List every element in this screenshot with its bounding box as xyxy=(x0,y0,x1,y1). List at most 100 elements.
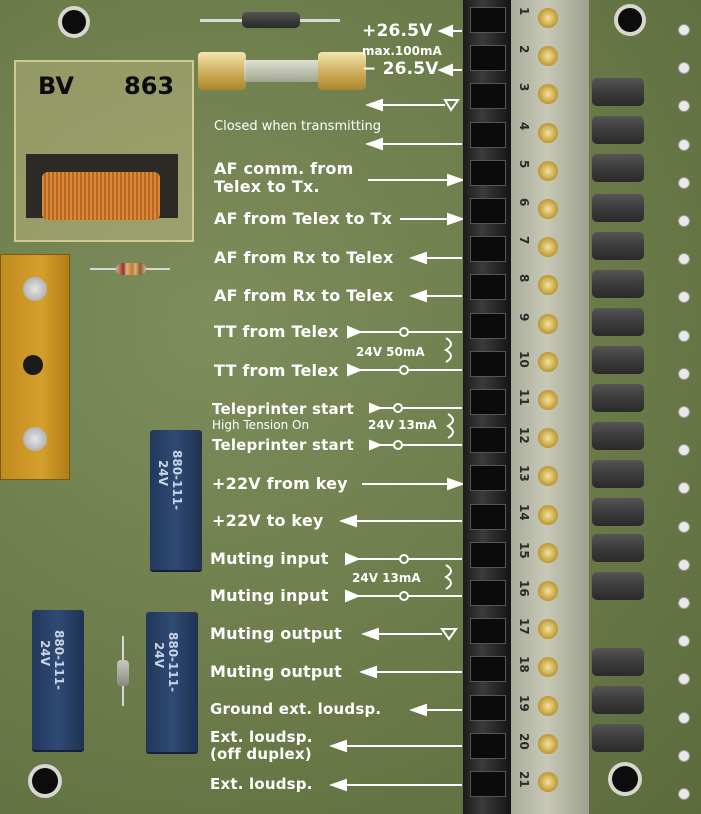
terminal-number: 12 xyxy=(517,427,531,444)
signal-ext: Ext. loudsp. xyxy=(210,775,313,793)
pin xyxy=(678,329,690,342)
terminal-number: 18 xyxy=(517,656,531,674)
terminal-number: 5 xyxy=(517,159,531,169)
pin xyxy=(678,253,690,266)
signal-af-comm-2: Telex to Tx. xyxy=(214,177,320,196)
diode xyxy=(592,460,644,488)
arrow-icon xyxy=(447,173,465,187)
terminal-screw[interactable] xyxy=(538,504,558,525)
diode xyxy=(592,194,644,222)
diode xyxy=(592,384,644,412)
pin xyxy=(678,24,690,36)
terminal-screw[interactable] xyxy=(538,390,558,410)
diode xyxy=(592,724,644,752)
terminal-screw[interactable] xyxy=(538,733,558,754)
mounting-hole xyxy=(618,8,642,32)
supply-positive: +26.5V xyxy=(362,21,433,41)
terminal-screw[interactable] xyxy=(538,160,558,181)
terminal-slot xyxy=(470,350,506,377)
terminal-slot xyxy=(470,83,506,110)
terminal-slot xyxy=(470,694,506,721)
arrow-icon xyxy=(365,98,383,112)
reed-relay: 880-111- 24V xyxy=(146,612,198,752)
diode xyxy=(592,686,644,714)
terminal-number: 19 xyxy=(517,694,531,712)
terminal-slot xyxy=(470,121,506,148)
terminal-screw[interactable] xyxy=(538,466,558,487)
arrow-icon xyxy=(409,251,427,265)
terminal-slot xyxy=(470,45,506,72)
arrow-icon xyxy=(329,778,347,792)
mounting-hole xyxy=(612,766,638,792)
diode xyxy=(592,232,644,260)
terminal-slot xyxy=(470,312,506,339)
terminal-screw[interactable] xyxy=(538,46,558,67)
diode xyxy=(592,346,644,374)
terminal-slot xyxy=(470,389,506,415)
terminal-screw[interactable] xyxy=(538,237,558,258)
terminal-number: 21 xyxy=(517,771,531,788)
pin xyxy=(678,100,690,113)
reed-relay: 880-111- 24V xyxy=(150,430,202,570)
rating-mute: 24V 13mA xyxy=(352,571,421,585)
terminal-slot xyxy=(470,274,506,301)
terminal-number: 3 xyxy=(517,83,531,92)
pin xyxy=(678,215,690,227)
terminal-screw[interactable] xyxy=(538,313,558,334)
signal-af-telex-tx: AF from Telex to Tx xyxy=(214,209,393,228)
diode xyxy=(592,116,644,144)
terminal-slot xyxy=(470,656,506,683)
arrow-icon xyxy=(359,665,377,679)
terminal-number: 13 xyxy=(517,465,531,483)
terminal-screw[interactable] xyxy=(538,122,558,143)
terminal-screw[interactable] xyxy=(538,619,558,640)
terminal-number: 1 xyxy=(517,7,531,16)
terminal-screw[interactable] xyxy=(538,542,558,563)
diode xyxy=(592,534,644,562)
terminal-screw[interactable] xyxy=(538,84,558,105)
terminal-slot xyxy=(470,159,506,186)
diode xyxy=(592,78,644,106)
signal-tp-start: Teleprinter start xyxy=(212,436,354,454)
pin xyxy=(678,597,690,609)
terminal-number: 2 xyxy=(517,45,531,54)
arrow-icon xyxy=(409,703,427,717)
terminal-slot xyxy=(470,541,506,568)
terminal-number: 16 xyxy=(517,580,531,597)
pin xyxy=(678,482,690,495)
pin xyxy=(678,749,690,762)
terminal-screw[interactable] xyxy=(538,428,558,449)
signal-mute-out: Muting output xyxy=(210,624,342,643)
pin xyxy=(678,788,690,800)
terminal-slot xyxy=(470,771,506,797)
terminal-number: 17 xyxy=(517,618,531,635)
terminal-screw[interactable] xyxy=(538,581,558,601)
pin xyxy=(678,138,690,151)
pin xyxy=(678,62,690,75)
terminal-screw[interactable] xyxy=(538,695,558,716)
signal-ground: Ground ext. loudsp. xyxy=(210,700,382,718)
terminal-slot xyxy=(470,427,506,454)
mounting-hole xyxy=(62,10,86,34)
mounting-hole xyxy=(32,768,58,794)
diode xyxy=(592,498,644,526)
fuse-rating: max.100mA xyxy=(362,44,442,58)
terminal-slot xyxy=(470,618,506,645)
terminal-screw[interactable] xyxy=(538,772,558,792)
signal-ext-off-2: (off duplex) xyxy=(210,745,312,763)
terminal-screw[interactable] xyxy=(538,8,558,28)
terminal-number: 6 xyxy=(517,198,531,207)
terminal-slot xyxy=(470,580,506,606)
terminal-block xyxy=(463,0,589,814)
terminal-screw[interactable] xyxy=(538,351,558,372)
pin xyxy=(678,520,690,533)
diode xyxy=(592,572,644,600)
terminal-screw[interactable] xyxy=(538,657,558,678)
terminal-slot xyxy=(470,503,506,530)
terminal-number: 14 xyxy=(517,503,531,521)
terminal-screw[interactable] xyxy=(538,199,558,219)
signal-plus22-from: +22V from key xyxy=(212,474,348,493)
supply-negative: − 26.5V xyxy=(362,59,439,79)
terminal-number: 9 xyxy=(517,312,531,321)
terminal-screw[interactable] xyxy=(538,275,558,296)
